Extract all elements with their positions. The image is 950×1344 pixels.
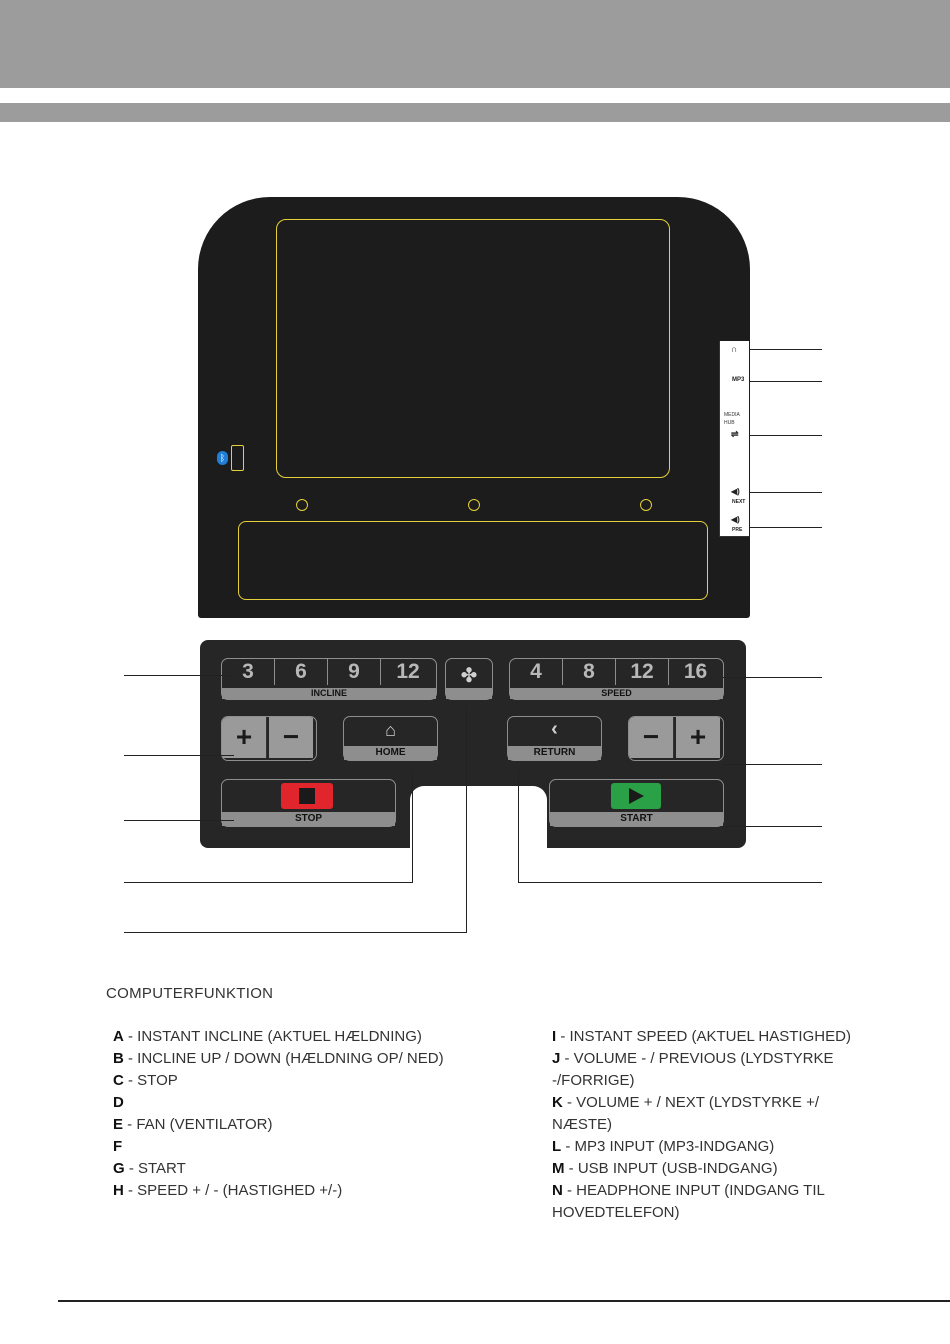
incline-key-3[interactable]: 3	[222, 659, 275, 685]
legend-item-i: I - INSTANT SPEED (AKTUEL HASTIGHED)	[552, 1028, 851, 1045]
leader-line	[750, 349, 822, 350]
legend-left: A - INSTANT INCLINE (AKTUEL HÆLDNING) B …	[113, 1026, 483, 1202]
bluetooth-indicator	[231, 445, 244, 471]
indicator-ring-icon	[296, 499, 308, 511]
leader-line	[124, 675, 230, 676]
incline-down-button[interactable]: −	[269, 717, 313, 758]
mp3-label: MP3	[732, 377, 745, 383]
legend-item-e: E - FAN (VENTILATOR)	[113, 1116, 273, 1133]
legend-item-l: L - MP3 INPUT (MP3-INDGANG)	[552, 1138, 775, 1155]
usb-icon: ⇌	[731, 429, 739, 439]
speed-label: SPEED	[510, 688, 723, 699]
speed-keys: 4 8 12 16 SPEED	[509, 658, 724, 700]
main-display	[276, 219, 670, 478]
legend-right: I - INSTANT SPEED (AKTUEL HASTIGHED) J -…	[552, 1026, 882, 1224]
header-subband	[0, 103, 950, 122]
leader-line	[124, 820, 234, 821]
leader-line	[466, 707, 467, 933]
indicator-ring-icon	[640, 499, 652, 511]
leader-line	[722, 764, 822, 765]
section-heading: COMPUTERFUNKTION	[106, 985, 274, 1002]
leader-line	[722, 677, 822, 678]
volume-down-icon: ◀)	[731, 515, 740, 524]
media-hub-label: MEDIA HUB	[724, 412, 740, 426]
stop-button[interactable]: STOP	[221, 779, 396, 827]
incline-label: INCLINE	[222, 688, 436, 699]
incline-key-6[interactable]: 6	[275, 659, 328, 685]
legend-item-a: A - INSTANT INCLINE (AKTUEL HÆLDNING)	[113, 1028, 422, 1045]
legend-item-b: B - INCLINE UP / DOWN (HÆLDNING OP/ NED)	[113, 1050, 444, 1067]
speed-up-button[interactable]: +	[676, 717, 720, 758]
speed-key-12[interactable]: 12	[616, 659, 669, 685]
incline-up-button[interactable]: +	[222, 717, 267, 758]
speed-key-8[interactable]: 8	[563, 659, 616, 685]
incline-up-down: + −	[221, 716, 317, 761]
return-button[interactable]: ‹ RETURN	[507, 716, 602, 761]
return-label: RETURN	[508, 746, 601, 760]
home-icon: ⌂	[385, 720, 396, 740]
stop-label: STOP	[222, 812, 395, 826]
header-band	[0, 0, 950, 88]
incline-key-9[interactable]: 9	[328, 659, 381, 685]
leader-line	[750, 492, 822, 493]
legend-item-n: N - HEADPHONE INPUT (INDGANG TIL HOVEDTE…	[552, 1182, 825, 1221]
home-label: HOME	[344, 746, 437, 760]
leader-line	[124, 755, 234, 756]
leader-line	[750, 527, 822, 528]
fan-button[interactable]: ✤	[445, 658, 493, 700]
legend-item-d: D	[113, 1094, 124, 1111]
legend-item-m: M - USB INPUT (USB-INDGANG)	[552, 1160, 778, 1177]
legend-item-j: J - VOLUME - / PREVIOUS (LYDSTYRKE -/FOR…	[552, 1050, 834, 1089]
start-label: START	[550, 812, 723, 826]
speed-up-down: − +	[628, 716, 724, 761]
leader-line	[750, 381, 822, 382]
fan-label-bar	[446, 688, 492, 699]
leader-line	[412, 770, 413, 883]
speed-key-4[interactable]: 4	[510, 659, 563, 685]
lower-display	[238, 521, 708, 600]
media-hub: ∩ MP3 MEDIA HUB ⇌ ◀) NEXT ◀) PRE	[719, 341, 749, 537]
legend-item-c: C - STOP	[113, 1072, 178, 1089]
speed-key-16[interactable]: 16	[683, 660, 708, 683]
leader-line	[750, 435, 822, 436]
footer-rule	[58, 1300, 950, 1302]
speed-down-button[interactable]: −	[629, 717, 674, 758]
leader-line	[518, 770, 519, 883]
stop-icon	[281, 783, 333, 809]
next-label: NEXT	[732, 499, 746, 505]
start-button[interactable]: START	[549, 779, 724, 827]
legend-item-g: G - START	[113, 1160, 186, 1177]
incline-key-12[interactable]: 12	[396, 660, 420, 683]
legend-item-h: H - SPEED + / - (HASTIGHED +/-)	[113, 1182, 343, 1199]
incline-keys: 3 6 9 12 INCLINE	[221, 658, 437, 700]
home-button[interactable]: ⌂ HOME	[343, 716, 438, 761]
fan-icon: ✤	[460, 665, 478, 687]
leader-line	[518, 882, 822, 883]
console-screen-housing: ᛒ	[198, 197, 750, 618]
back-arrow-icon: ‹	[551, 718, 558, 740]
indicator-ring-icon	[468, 499, 480, 511]
legend-item-f: F	[113, 1138, 123, 1155]
leader-line	[124, 932, 467, 933]
leader-line	[722, 826, 822, 827]
keypad-notch	[410, 786, 547, 851]
bluetooth-icon: ᛒ	[217, 451, 228, 465]
play-icon	[611, 783, 661, 809]
pre-label: PRE	[732, 527, 743, 533]
legend-item-k: K - VOLUME + / NEXT (LYDSTYRKE +/ NÆSTE)	[552, 1094, 820, 1133]
leader-line	[124, 882, 413, 883]
headphone-icon: ∩	[731, 344, 738, 354]
volume-up-icon: ◀)	[731, 487, 740, 496]
